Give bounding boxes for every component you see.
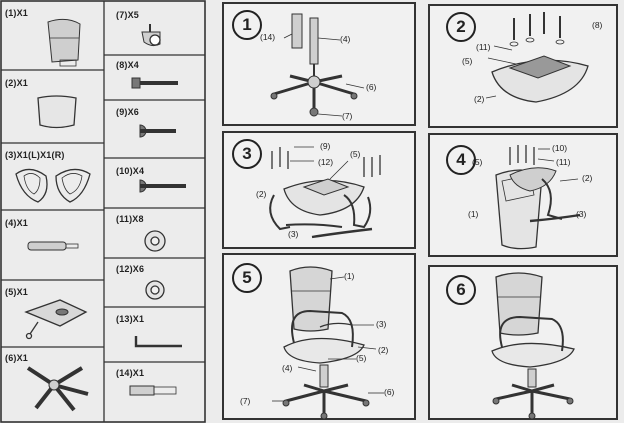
step-4-callout-11: (11): [556, 157, 571, 167]
step-3-callout-12: (12): [318, 157, 334, 167]
bolt-10-drawing: [139, 179, 186, 193]
step-5-callout-3: (3): [376, 319, 387, 329]
step-2-drawing: [485, 12, 589, 103]
step-5-callout-1: (1): [344, 271, 355, 281]
step-2-callout-2: (2): [474, 94, 485, 104]
part-14-label: (14)X1: [116, 368, 145, 378]
parts-list: (1)X1 (2)X1 (3)X1(L)X1(R) (4)X1 (5)X1 (6…: [0, 0, 206, 423]
part-5-label: (5)X1: [5, 287, 29, 297]
step-5-number: 5: [232, 263, 262, 293]
part-4-label: (4)X1: [5, 218, 29, 228]
part-12-label: (12)X6: [116, 264, 145, 274]
step-5-drawing: [272, 266, 384, 420]
parts-grid-lines: [0, 0, 206, 423]
step-4-callout-2: (2): [582, 173, 593, 183]
part-2-label: (2)X1: [5, 78, 29, 88]
step-1-callout-4: (4): [340, 34, 351, 44]
step-2-callout-5: (5): [462, 56, 473, 66]
step-5-callout-7: (7): [240, 396, 251, 406]
step-3-drawing: [269, 146, 381, 239]
step-5-callout-5: (5): [356, 353, 367, 363]
bolt-9-drawing: [139, 124, 176, 138]
step-1-panel: 1 (14) (4) (6) (7): [222, 2, 416, 126]
step-4-callout-1: (1): [468, 209, 479, 219]
part-13-label: (13)X1: [116, 314, 145, 324]
washer-12-drawing: [145, 280, 165, 300]
step-3-callout-9: (9): [320, 141, 331, 151]
step-3-callout-5: (5): [350, 149, 361, 159]
part-10-label: (10)X4: [116, 166, 145, 176]
part-11-label: (11)X8: [116, 214, 144, 224]
step-4-drawing: [495, 145, 581, 250]
step-3-callout-2: (2): [256, 189, 267, 199]
step-2-callout-11: (11): [476, 42, 491, 52]
step-1-drawing: [270, 13, 365, 117]
step-1-callout-6: (6): [366, 82, 377, 92]
gas-lift-drawing: [27, 241, 79, 251]
cover-drawing: [129, 385, 177, 396]
step-5-callout-4: (4): [282, 363, 293, 373]
part-1-label: (1)X1: [5, 8, 29, 18]
allen-key-drawing: [134, 336, 182, 348]
armrests-drawing: [15, 168, 91, 203]
part-7-label: (7)X5: [116, 10, 140, 20]
step-2-number: 2: [446, 12, 476, 42]
step-5-callout-2: (2): [378, 345, 389, 355]
step-6-drawing: [491, 272, 575, 420]
step-1-callout-7: (7): [342, 111, 353, 121]
step-3-number: 3: [232, 139, 262, 169]
step-4-number: 4: [446, 145, 476, 175]
step-2-callout-8: (8): [592, 20, 603, 30]
part-8-label: (8)X4: [116, 60, 140, 70]
part-6-label: (6)X1: [5, 353, 29, 363]
step-4-callout-10: (10): [552, 143, 568, 153]
step-3-panel: 3 (9) (12) (5) (2) (3): [222, 131, 416, 249]
step-6-number: 6: [446, 275, 476, 305]
part-9-label: (9)X6: [116, 107, 140, 117]
star-base-drawing: [26, 366, 89, 412]
step-2-panel: 2 (8) (11) (5) (2): [428, 4, 618, 128]
step-6-panel: 6: [428, 265, 618, 420]
step-1-callout-14: (14): [260, 32, 276, 42]
caster-drawing: [141, 24, 161, 47]
bolt-8-drawing: [131, 77, 178, 89]
step-5-panel: 5 (1) (3) (2) (4) (5) (7) (6): [222, 253, 416, 420]
mechanism-drawing: [24, 299, 88, 340]
part-3-label: (3)X1(L)X1(R): [5, 150, 65, 160]
step-4-panel: 4 (10) (5) (11) (2) (1) (3): [428, 133, 618, 257]
parts-drawings: [15, 18, 186, 412]
step-5-callout-6: (6): [384, 387, 395, 397]
step-3-callout-3: (3): [288, 229, 299, 239]
step-4-callout-3: (3): [576, 209, 587, 219]
backrest-drawing: [47, 18, 81, 67]
seat-drawing: [37, 95, 77, 129]
step-1-number: 1: [232, 10, 262, 40]
washer-11-drawing: [144, 230, 166, 252]
step-4-callout-5: (5): [472, 157, 483, 167]
